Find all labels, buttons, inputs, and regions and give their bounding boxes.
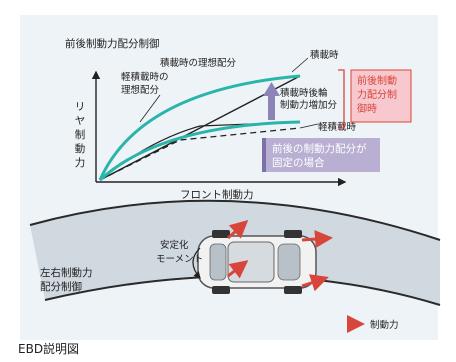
stabilizing-label-1: 安定化	[160, 239, 189, 251]
control-box-line-2: 力配分制	[357, 88, 397, 101]
control-box-line-3: 御時	[357, 102, 377, 115]
fixed-case-box	[266, 138, 380, 172]
y-axis-char: リ	[75, 101, 86, 113]
lr-control-label-1: 左右制動力	[40, 266, 93, 279]
fixed-case-line-2: 固定の場合	[272, 156, 325, 169]
fixed-case-box-edge	[262, 138, 266, 172]
brake-force-arrow	[301, 274, 329, 292]
increase-arrow-shaft	[268, 94, 275, 120]
caption: EBD説明図	[18, 342, 80, 356]
increase-arrow-head	[263, 82, 280, 96]
y-axis-char: ヤ	[75, 115, 86, 127]
brake-force-arrow	[227, 260, 249, 279]
light-ideal-leader	[139, 94, 161, 123]
loaded-leader	[291, 57, 309, 73]
x-axis-label: フロント制動力	[180, 188, 254, 201]
light-ideal-curve	[98, 120, 301, 182]
stabilizing-label-2: モーメント	[156, 254, 203, 265]
light-loaded-label: 軽積載時	[318, 121, 357, 133]
road-edge-top	[29, 199, 441, 241]
legend-label: 制動力	[370, 319, 399, 331]
y-axis-char: 力	[75, 156, 86, 169]
control-box-line-1: 前後制動	[357, 74, 397, 87]
loaded-label: 積載時	[310, 49, 339, 61]
loaded-ideal-curve	[98, 74, 301, 181]
control-box	[350, 69, 412, 123]
light-ideal-label-2: 理想配分	[121, 84, 160, 96]
y-axis-char: 動	[75, 142, 86, 155]
increase-label-1: 積載時後輪	[280, 87, 328, 99]
brake-force-arrow	[227, 220, 249, 240]
red-bracket	[338, 69, 345, 129]
light-ideal-label-1: 軽積載時の	[121, 71, 169, 83]
car	[197, 230, 317, 294]
increase-label-2: 制動力増加分	[280, 99, 338, 111]
light-loaded-leader	[299, 123, 319, 129]
stabilizing-moment-arrow	[192, 247, 201, 279]
fixed-case-line-1: 前後の制動力配分が	[272, 142, 367, 155]
lr-control-label-2: 配分制御	[40, 280, 82, 293]
brake-force-arrow	[301, 230, 333, 249]
loaded-ideal-label: 積載時の理想配分	[160, 57, 237, 69]
y-axis-char: 制	[75, 128, 86, 141]
title-text: 前後制動力配分制御	[65, 37, 160, 50]
